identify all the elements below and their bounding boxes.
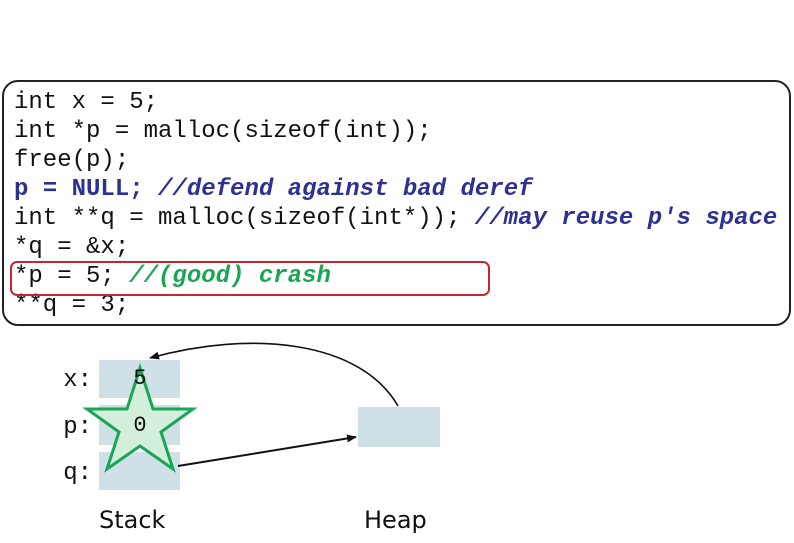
code-line-2: int *p = malloc(sizeof(int));: [14, 117, 432, 146]
highlight-box: [10, 261, 490, 296]
code-text: int x = 5;: [14, 89, 159, 116]
p-value: 0: [133, 413, 147, 438]
stack-label: Stack: [99, 506, 166, 534]
arrow-heap-to-x: [149, 342, 399, 407]
arrow-q-to-heap: [177, 434, 357, 467]
label-x: x:: [63, 367, 92, 394]
code-text: free(p);: [14, 147, 130, 174]
code-comment: //(good) crash: [129, 263, 331, 290]
code-line-6: *q = &x;: [14, 233, 129, 262]
code-comment: //may reuse p's space: [474, 205, 778, 232]
code-comment: //defend against bad deref: [158, 176, 533, 203]
code-text: p = NULL;: [14, 176, 159, 203]
label-q: q:: [63, 460, 92, 487]
code-line-4: p = NULL; //defend against bad deref: [14, 175, 533, 204]
code-line-8: **q = 3;: [14, 291, 129, 320]
code-line-7: *p = 5; //(good) crash: [14, 262, 331, 291]
code-text: *p = 5;: [14, 263, 130, 290]
code-line-1: int x = 5;: [14, 88, 158, 117]
heap-cell: [358, 407, 440, 447]
star-icon: [82, 363, 198, 473]
x-value: 5: [133, 366, 147, 391]
code-text: **q = 3;: [14, 292, 130, 319]
code-text: int *p = malloc(sizeof(int));: [14, 118, 432, 145]
heap-label: Heap: [364, 506, 427, 534]
code-panel: [2, 80, 791, 326]
code-line-5: int **q = malloc(sizeof(int*)); //may re…: [14, 204, 777, 233]
code-text: int **q = malloc(sizeof(int*));: [14, 205, 475, 232]
code-text: *q = &x;: [14, 234, 130, 261]
code-line-3: free(p);: [14, 146, 129, 175]
label-p: p:: [63, 414, 92, 441]
